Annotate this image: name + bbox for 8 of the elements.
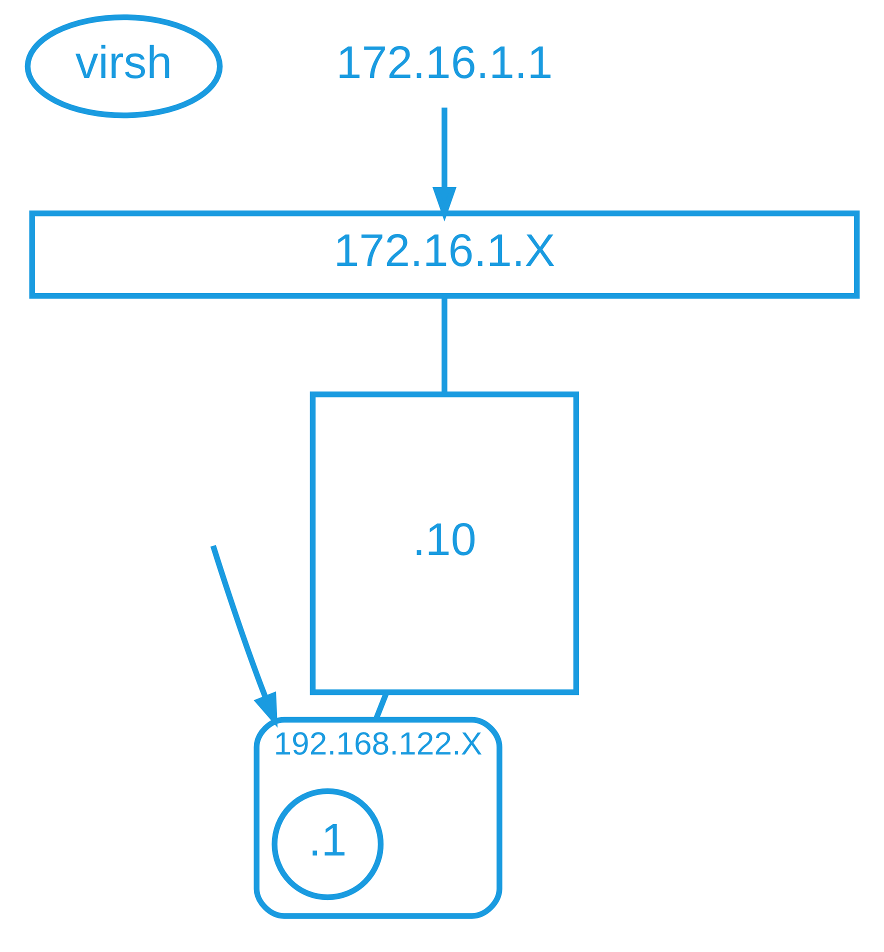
node-circle: .1 [271, 788, 384, 900]
node-box: 172.16.1.X [28, 210, 860, 299]
arrow [432, 108, 456, 222]
node-text: 172.16.1.1 [336, 36, 552, 88]
arrow [210, 544, 278, 728]
connector [441, 296, 447, 394]
node-box: .10 [309, 392, 579, 696]
node-ellipse: virsh [24, 14, 222, 118]
